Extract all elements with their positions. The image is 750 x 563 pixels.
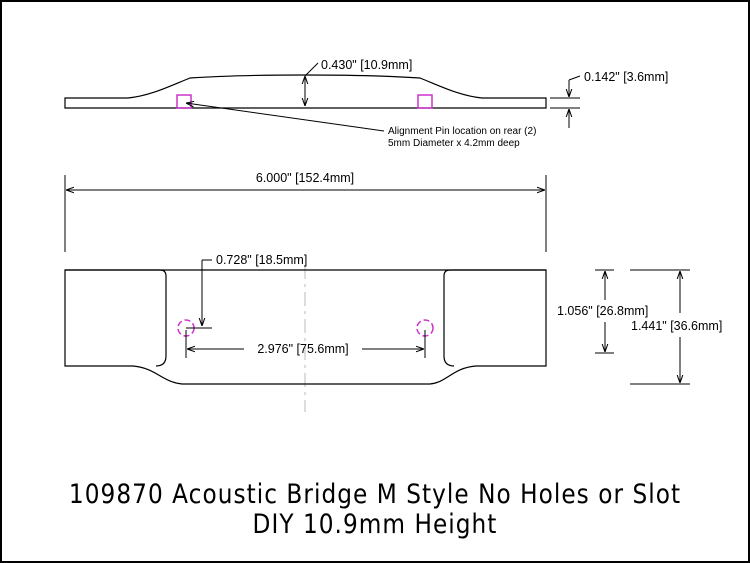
side-profile [64, 74, 547, 109]
title-block: 109870 Acoustic Bridge M Style No Holes … [0, 480, 750, 540]
thickness-leader [568, 75, 581, 81]
title-line-1: 109870 Acoustic Bridge M Style No Holes … [68, 479, 682, 510]
pin-offset-label: 0.728" [18.5mm] [216, 253, 307, 267]
height-dim-leader [304, 62, 319, 77]
length-dim-label: 6.000" [152.4mm] [256, 171, 354, 185]
thickness-dim-label: 0.142" [3.6mm] [584, 70, 668, 84]
alignment-pin-marker-right [417, 94, 433, 109]
top-outline [64, 269, 547, 385]
pin-spacing-label: 2.976" [75.6mm] [257, 342, 348, 356]
height-dim-label: 0.430" [10.9mm] [321, 58, 412, 72]
top-left-wing [65, 269, 167, 367]
center-width-label: 1.056" [26.8mm] [557, 304, 648, 318]
top-view [64, 269, 547, 385]
top-right-wing [443, 269, 546, 367]
pin-note-leader [186, 103, 385, 132]
alignment-pin-marker-left [176, 94, 192, 109]
pin-note-line2: 5mm Diameter x 4.2mm deep [388, 138, 520, 149]
pin-note-line1: Alignment Pin location on rear (2) [388, 126, 536, 137]
title-line-2: DIY 10.9mm Height [252, 509, 498, 540]
side-view [64, 74, 547, 109]
overall-width-label: 1.441" [36.6mm] [631, 319, 722, 333]
